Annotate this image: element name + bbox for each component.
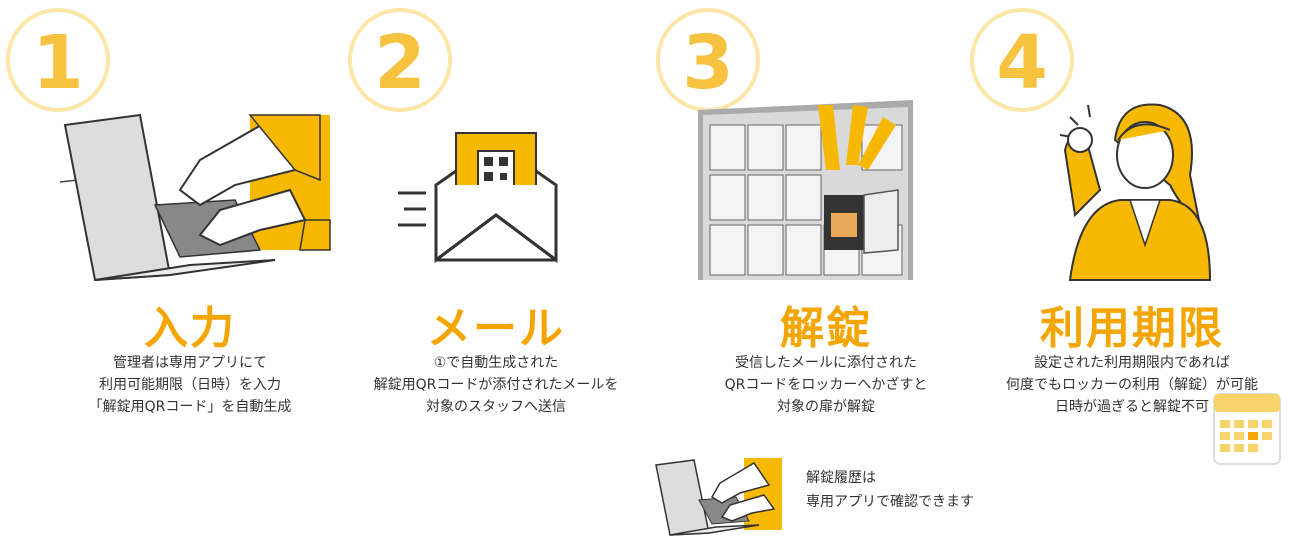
step-description: 管理者は専用アプリにて 利用可能期限（日時）を入力 「解錠用QRコード」を自動生… [40,352,340,418]
step-number-circle: 2 [348,8,452,112]
step-line: 利用可能期限（日時）を入力 [99,377,281,393]
step-line: 設定された利用期限内であれば [1034,355,1230,371]
step-line: 解錠用QRコードが添付されたメールを [373,377,619,393]
step-number: 2 [374,20,426,106]
small-laptop-illustration [655,458,782,536]
step-4: 4 利用期限 設定された利用期限内であれば 何度でもロッカーの利用（解錠）が可能… [970,0,1282,544]
step-number: 1 [32,20,84,106]
step-line: 「解錠用QRコード」を自動生成 [88,399,292,415]
step-title: メール [427,303,565,354]
step-line: 何度でもロッカーの利用（解錠）が可能 [1006,377,1258,393]
step-description: 設定された利用期限内であれば 何度でもロッカーの利用（解錠）が可能 日時が過ぎる… [982,352,1282,418]
step-line: ①で自動生成された [433,355,559,371]
step-number: 4 [996,20,1048,106]
step-line: 受信したメールに添付された [735,355,917,371]
step-line: 日時が過ぎると解錠不可 [1055,399,1209,415]
history-note: 解錠履歴は 専用アプリで確認できます [806,466,974,514]
step-number-circle: 4 [970,8,1074,112]
step-title: 解錠 [780,303,872,354]
step-number-circle: 1 [6,8,110,112]
step-line: 対象のスタッフへ送信 [426,399,566,415]
step-3: 3 解錠 受信したメールに添付された QRコードをロッカーへかざすと 対象の扉が… [656,0,976,544]
step-description: ①で自動生成された 解錠用QRコードが添付されたメールを 対象のスタッフへ送信 [346,352,646,418]
laptop-typing-illustration [60,113,331,282]
step-line: QRコードをロッカーへかざすと [724,377,928,393]
step-title: 入力 [144,303,236,354]
note-line: 解錠履歴は [806,470,876,486]
step-1: 1 入力 管理者は専用アプリにて 利用可能期限（日時）を入力 「解錠用QRコード… [6,0,340,544]
step-line: 対象の扉が解錠 [777,399,875,415]
step-description: 受信したメールに添付された QRコードをロッカーへかざすと 対象の扉が解錠 [676,352,976,418]
step-number: 3 [682,20,734,106]
step-2: 2 メール ①で自動生成された 解錠用QRコードが添付されたメールを 対象のスタ… [346,0,646,544]
woman-ok-sign-illustration [1060,103,1212,281]
note-line: 専用アプリで確認できます [806,494,974,510]
calendar-icon [1213,393,1281,465]
locker-unlock-illustration [698,100,913,280]
step-title: 利用期限 [1040,303,1224,354]
envelope-qr-icon [398,132,558,263]
step-line: 管理者は専用アプリにて [113,355,267,371]
